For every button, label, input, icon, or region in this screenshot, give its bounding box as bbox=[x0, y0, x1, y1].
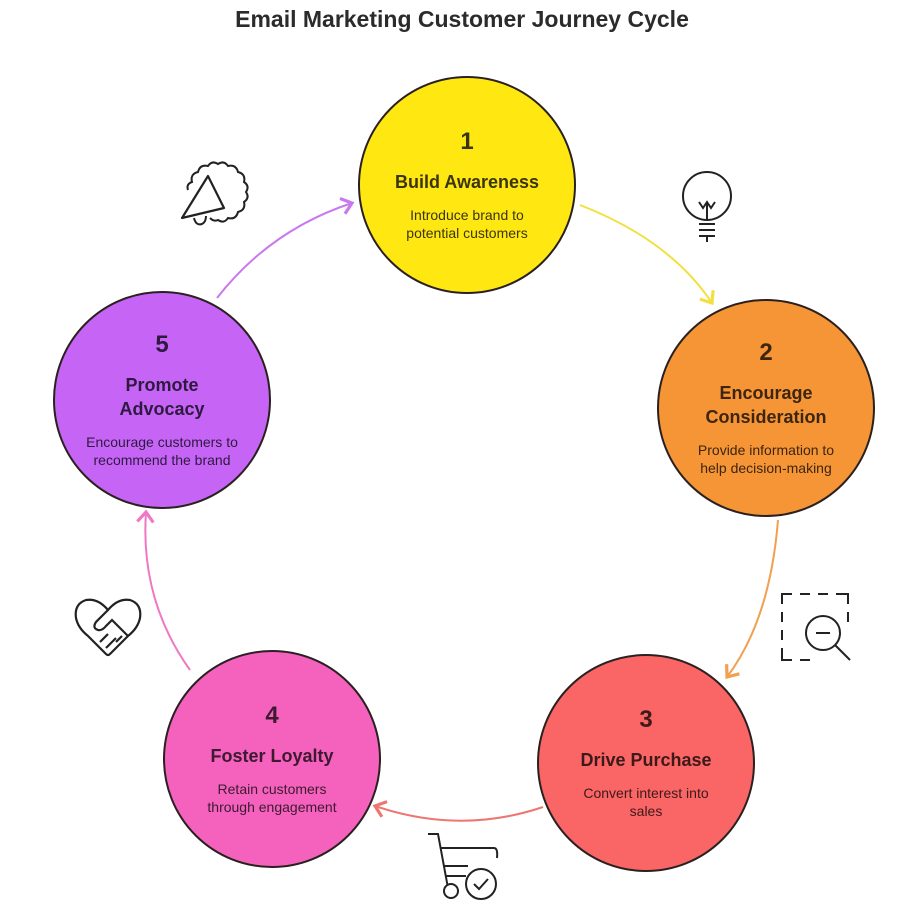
arrow-2-to-3 bbox=[725, 519, 779, 680]
handshake-heart-icon bbox=[74, 598, 142, 657]
zoom-out-icon bbox=[781, 593, 851, 661]
arrow-5-to-1 bbox=[216, 197, 355, 299]
step-description: Provide information to help decision-mak… bbox=[697, 442, 835, 476]
arrow-3-to-4 bbox=[372, 800, 544, 822]
step-heading: Drive Purchase bbox=[580, 750, 712, 770]
step-description: Introduce brand to potential customers bbox=[406, 207, 528, 241]
cart-check-icon bbox=[428, 833, 499, 900]
step-heading: Promote Advocacy bbox=[119, 375, 205, 419]
diagram-title: Email Marketing Customer Journey Cycle bbox=[235, 6, 689, 32]
step-2-circle: 2 Encourage Consideration Provide inform… bbox=[657, 299, 875, 517]
step-5-circle: 5 Promote Advocacy Encourage customers t… bbox=[53, 291, 271, 509]
step-description: Encourage customers to recommend the bra… bbox=[86, 434, 238, 468]
step-heading: Build Awareness bbox=[394, 172, 540, 192]
step-number: 5 bbox=[155, 331, 169, 358]
lightbulb-icon bbox=[682, 171, 732, 242]
arrow-1-to-2 bbox=[579, 204, 715, 306]
step-number: 1 bbox=[460, 128, 474, 155]
step-3-circle: 3 Drive Purchase Convert interest into s… bbox=[537, 654, 755, 872]
step-heading: Foster Loyalty bbox=[210, 746, 334, 766]
step-number: 3 bbox=[639, 706, 653, 733]
step-description: Retain customers through engagement bbox=[207, 781, 337, 815]
step-heading: Encourage Consideration bbox=[705, 383, 827, 427]
step-4-circle: 4 Foster Loyalty Retain customers throug… bbox=[163, 650, 381, 868]
megaphone-icon bbox=[180, 161, 249, 226]
step-description: Convert interest into sales bbox=[583, 785, 709, 819]
step-1-circle: 1 Build Awareness Introduce brand to pot… bbox=[358, 76, 576, 294]
step-number: 2 bbox=[759, 339, 773, 366]
step-number: 4 bbox=[265, 702, 279, 729]
arrow-4-to-5 bbox=[136, 509, 191, 671]
